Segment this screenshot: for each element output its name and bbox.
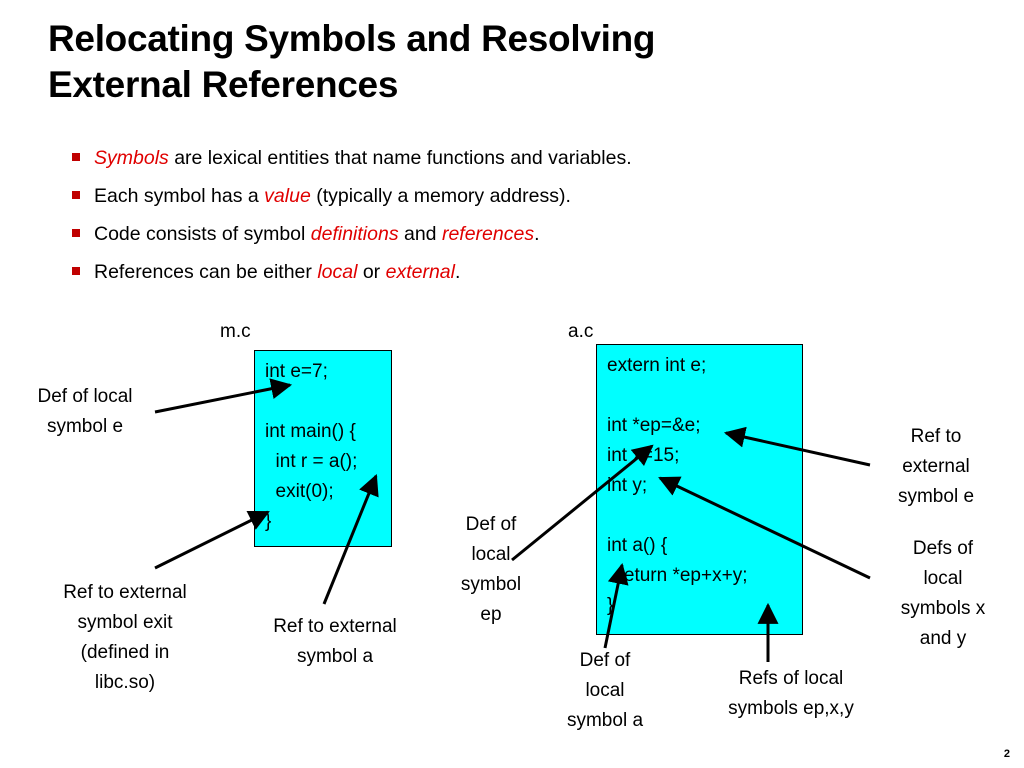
callout-line: Ref to external [63,582,187,603]
emphasized-term: external [385,261,455,283]
callout-line: symbol [460,574,522,595]
bullet-list: Symbols are lexical entities that name f… [72,144,632,296]
file-label-ac: a.c [568,321,594,342]
bullet-text: References can be either [94,261,318,283]
callout-line: Defs of [912,538,974,559]
callout-line: symbol e [897,486,975,507]
callout-line: symbols x [900,598,986,619]
page-number: 2 [1003,748,1010,760]
callout-defs-local-x-y: Defs of local symbols x and y [880,534,1006,654]
arrow-def-local-ep [511,444,654,562]
bullet-text: Code consists of symbol [94,223,311,245]
slide-title: Relocating Symbols and Resolving Externa… [48,16,948,108]
callout-line: symbol a [566,710,644,731]
callout-def-local-a: Def of local symbol a [550,646,660,736]
callout-line: libc.so) [94,672,156,693]
slide-title-line-2: External References [48,64,399,105]
code-box-ac: extern int e; int *ep=&e; int x=15; int … [596,344,803,635]
callout-line: local [471,544,511,565]
arrow-def-local-a [603,562,629,649]
callout-line: symbols ep,x,y [728,698,854,719]
callout-line: (defined in [80,642,170,663]
callout-line: Def of [465,514,517,535]
callout-line: ep [480,604,502,625]
bullet-text: or [357,261,386,283]
emphasized-term: definitions [310,223,399,245]
arrow-defs-local-x-y [658,476,871,580]
arrow-ref-external-exit [154,510,270,570]
callout-line: external [902,456,970,477]
callout-line: Ref to external [273,616,397,637]
bullet-item: Code consists of symbol definitions and … [72,220,632,258]
file-label-mc: m.c [220,321,251,342]
callout-line: Refs of local [738,668,844,689]
callout-def-local-e: Def of local symbol e [20,382,150,442]
callout-line: local [585,680,625,701]
bullet-text: . [534,223,540,245]
callout-line: Def of local [37,386,133,407]
callout-ref-external-a: Ref to external symbol a [250,612,420,672]
slide-title-line-1: Relocating Symbols and Resolving [48,18,656,59]
callout-line: local [923,568,963,589]
arrow-def-local-e [154,378,293,414]
callout-ref-external-exit: Ref to external symbol exit (defined in lib… [40,578,210,698]
callout-ref-external-e: Ref to external symbol e [876,422,996,512]
bullet-text: (typically a memory address). [310,185,571,207]
emphasized-term: local [317,261,358,283]
callout-line: Def of [579,650,631,671]
callout-line: Ref to [910,426,962,447]
callout-def-local-ep: Def of local symbol ep [446,510,536,630]
callout-line: symbol a [296,646,374,667]
callout-refs-local-ep-x-y: Refs of local symbols ep,x,y [706,664,876,724]
emphasized-term: Symbols [94,147,169,169]
emphasized-term: value [264,185,311,207]
bullet-text: Each symbol has a [94,185,265,207]
callout-line: symbol exit [77,612,173,633]
callout-line: symbol e [46,416,124,437]
bullet-item: Symbols are lexical entities that name f… [72,144,632,182]
bullet-item: References can be either local or extern… [72,258,632,296]
arrow-ref-external-e [723,426,871,467]
bullet-text: . [454,261,461,283]
bullet-text: are lexical entities that name functions… [168,147,632,169]
callout-line: and y [919,628,967,649]
emphasized-term: references [441,223,535,245]
bullet-text: and [398,223,442,245]
bullet-item: Each symbol has a value (typically a mem… [72,182,632,220]
arrow-ref-external-a [322,474,379,605]
